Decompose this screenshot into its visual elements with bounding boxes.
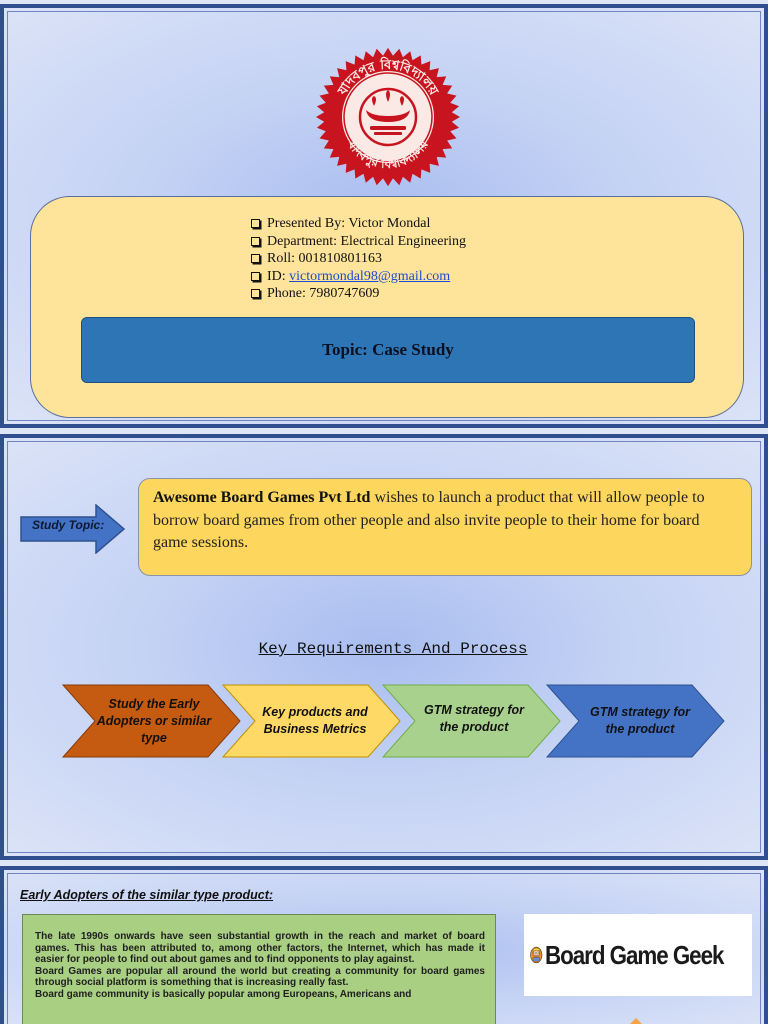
early-adopters-paragraph: The late 1990s onwards have seen substan… bbox=[35, 931, 485, 966]
checkbox-bullet-icon bbox=[251, 219, 260, 229]
id-label: ID: bbox=[267, 268, 286, 284]
department-text: Department: Electrical Engineering bbox=[267, 233, 467, 249]
study-topic-box: Awesome Board Games Pvt Ltd wishes to la… bbox=[138, 478, 752, 576]
checkbox-bullet-icon bbox=[251, 254, 260, 264]
company-name: Awesome Board Games Pvt Ltd bbox=[153, 489, 371, 506]
process-step-2-label: Key products and Business Metrics bbox=[262, 705, 368, 736]
key-requirements-title: Key Requirements And Process bbox=[258, 640, 528, 658]
process-step-1-chevron bbox=[62, 684, 241, 758]
roll-item: Roll: 001810801163 bbox=[251, 250, 466, 268]
presenter-info-box: Presented By: Victor Mondal Department: … bbox=[30, 196, 744, 418]
process-step-3-chevron bbox=[382, 684, 561, 758]
university-seal-logo: যাদবপুর বিশ্ববিদ্যালয় যাদবপুর বিশ্ববিদ্… bbox=[316, 47, 460, 187]
topic-banner: Topic: Case Study bbox=[81, 317, 695, 383]
process-step-4-chevron bbox=[546, 684, 725, 758]
department-item: Department: Electrical Engineering bbox=[251, 233, 466, 251]
study-topic-label: Study Topic: bbox=[32, 518, 105, 532]
roll-text: Roll: 001810801163 bbox=[267, 251, 382, 266]
early-adopters-title: Early Adopters of the similar type produ… bbox=[20, 888, 274, 902]
right-arrow-icon bbox=[20, 503, 126, 555]
phone-item: Phone: 7980747609 bbox=[251, 285, 466, 303]
board-game-geek-mascot-icon bbox=[530, 946, 543, 964]
early-adopters-paragraph: Board Games are popular all around the w… bbox=[35, 965, 485, 989]
process-step-3-label: GTM strategy for the product bbox=[423, 703, 524, 734]
early-adopters-paragraph: Board game community is basically popula… bbox=[35, 988, 412, 1000]
checkbox-bullet-icon bbox=[251, 236, 260, 246]
presenter-info-list: Presented By: Victor Mondal Department: … bbox=[251, 215, 466, 303]
early-adopters-slide: Early Adopters of the similar type produ… bbox=[0, 866, 768, 1024]
board-game-geek-wordmark: Board Game Geek bbox=[544, 939, 724, 970]
email-link[interactable]: victormondal98@gmail.com bbox=[289, 268, 451, 284]
study-topic-slide: Study Topic: Awesome Board Games Pvt Ltd… bbox=[0, 434, 768, 860]
board-game-geek-logo: Board Game Geek bbox=[524, 914, 752, 996]
process-step-1-label: Study the Early Adopters or similar type bbox=[96, 696, 212, 745]
title-slide: যাদবপুর বিশ্ববিদ্যালয় যাদবপুর বিশ্ববিদ্… bbox=[0, 4, 768, 428]
study-description: wishes to launch a product that will all… bbox=[153, 489, 705, 551]
presented-by-text: Presented By: Victor Mondal bbox=[267, 216, 431, 231]
checkbox-bullet-icon bbox=[251, 289, 260, 299]
early-adopters-text-box: The late 1990s onwards have seen substan… bbox=[22, 914, 496, 1024]
presented-by-item: Presented By: Victor Mondal bbox=[251, 215, 466, 233]
study-topic-arrow: Study Topic: bbox=[20, 503, 126, 555]
process-step-4-label: GTM strategy for the product bbox=[589, 705, 690, 736]
phone-text: Phone: 7980747609 bbox=[267, 286, 380, 301]
checkbox-bullet-icon bbox=[251, 271, 260, 281]
id-item: ID: victormondal98@gmail.com bbox=[251, 268, 466, 286]
orange-arrow-fragment-icon bbox=[630, 1018, 642, 1024]
process-step-2-chevron bbox=[222, 684, 401, 758]
